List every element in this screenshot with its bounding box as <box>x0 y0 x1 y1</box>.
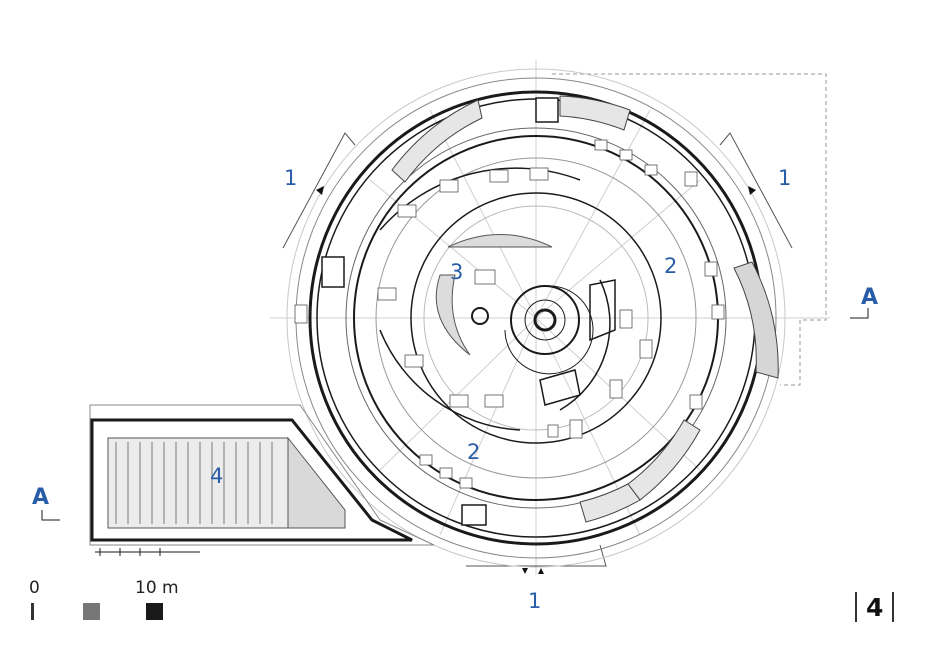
light-wells <box>435 234 553 356</box>
label-entrance-bottom: 1 <box>528 589 541 613</box>
wall-hatching <box>391 95 779 523</box>
dashed-outline <box>552 73 827 386</box>
label-zone-2-right: 2 <box>664 254 677 278</box>
section-markers <box>41 308 869 521</box>
label-zone-4: 4 <box>210 464 223 488</box>
spiral-staircase <box>471 285 594 375</box>
scale-end-label: 10 m <box>135 578 179 598</box>
label-section-left: A <box>32 485 49 510</box>
label-zone-2-bottom: 2 <box>467 440 480 464</box>
label-zone-3: 3 <box>450 260 463 284</box>
scale-swatch-10 <box>146 603 163 620</box>
entrance-arrows <box>316 186 756 574</box>
scale-swatch-0 <box>31 603 34 620</box>
auditorium-seat-rows <box>115 442 273 524</box>
auditorium-base <box>95 548 200 556</box>
scale-start-label: 0 <box>29 578 40 598</box>
entry-doors <box>321 97 559 526</box>
auditorium-wing <box>89 404 435 546</box>
label-entrance-top-right: 1 <box>778 166 791 190</box>
core-block <box>539 279 616 406</box>
label-entrance-top-left: 1 <box>284 166 297 190</box>
furniture <box>294 139 725 489</box>
page-number-right-rule <box>892 592 895 622</box>
page-number-value: 4 <box>866 592 884 622</box>
label-section-right: A <box>861 285 878 310</box>
page-number: 4 <box>846 590 903 624</box>
scale-bar: 0 10 m <box>29 578 179 620</box>
scale-swatch-5 <box>83 603 100 620</box>
page-number-left-rule <box>855 592 857 622</box>
